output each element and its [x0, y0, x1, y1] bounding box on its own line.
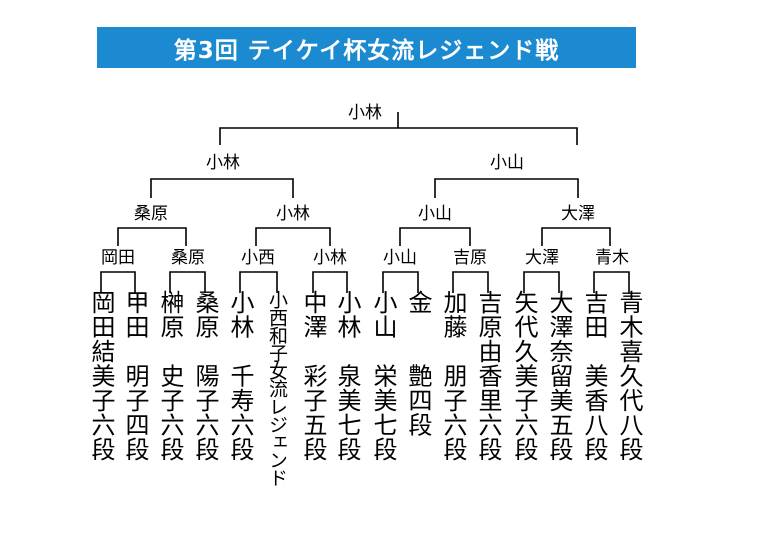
player-3: 榊原 史子六段 [156, 290, 184, 462]
player-14: 大澤奈留美五段 [545, 290, 573, 462]
round1-connector-2 [169, 271, 206, 293]
round1-connector-6 [452, 271, 489, 293]
quarterfinal-winner-1: 桑原 [133, 204, 169, 224]
player-1: 岡田結美子六段 [87, 290, 115, 462]
player-4: 桑原 陽子六段 [191, 290, 219, 462]
round1-connector-5 [382, 271, 419, 293]
quarterfinal-connector-3 [399, 227, 471, 246]
quarterfinal-connector-4 [541, 227, 611, 246]
round1-winner-8: 青木 [594, 248, 630, 268]
quarterfinal-winner-2: 小林 [275, 204, 311, 224]
round1-winner-3: 小西 [240, 248, 276, 268]
title-banner: 第3回 テイケイ杯女流レジェンド戦 [97, 27, 636, 68]
semifinal-winner-1: 小林 [205, 153, 241, 173]
player-6: 小西和子女流レジェンド [266, 290, 288, 486]
final-connector [219, 127, 578, 145]
semifinal-winner-2: 小山 [489, 153, 525, 173]
final-winner: 小林 [347, 103, 383, 123]
semifinal-connector-right [434, 178, 579, 198]
player-13: 矢代久美子六段 [510, 290, 538, 462]
player-10: 金 艶四段 [404, 290, 432, 437]
round1-winner-5: 小山 [382, 248, 418, 268]
round1-winner-1: 岡田 [100, 248, 136, 268]
quarterfinal-winner-3: 小山 [417, 204, 453, 224]
player-7: 中澤 彩子五段 [299, 290, 327, 462]
quarterfinal-connector-2 [255, 227, 331, 246]
tournament-title: 第3回 テイケイ杯女流レジェンド戦 [173, 37, 560, 64]
quarterfinal-connector-1 [117, 227, 187, 246]
round1-winner-2: 桑原 [170, 248, 206, 268]
player-5: 小林 千寿六段 [226, 290, 254, 462]
round1-winner-7: 大澤 [524, 248, 560, 268]
player-15: 吉田 美香八段 [580, 290, 608, 462]
round1-connector-4 [312, 271, 348, 293]
player-9: 小山 栄美七段 [369, 290, 397, 462]
round1-connector-8 [593, 271, 630, 293]
player-12: 吉原由香里六段 [474, 290, 502, 462]
semifinal-connector-left [150, 178, 294, 198]
quarterfinal-winner-4: 大澤 [560, 204, 596, 224]
player-11: 加藤 朋子六段 [439, 290, 467, 462]
player-8: 小林 泉美七段 [333, 290, 361, 462]
player-16: 青木喜久代八段 [615, 290, 643, 462]
round1-connector-3 [239, 271, 278, 293]
round1-connector-7 [523, 271, 560, 293]
round1-winner-4: 小林 [312, 248, 348, 268]
round1-winner-6: 吉原 [452, 248, 488, 268]
player-2: 甲田 明子四段 [121, 290, 149, 462]
round1-connector-1 [100, 271, 136, 293]
